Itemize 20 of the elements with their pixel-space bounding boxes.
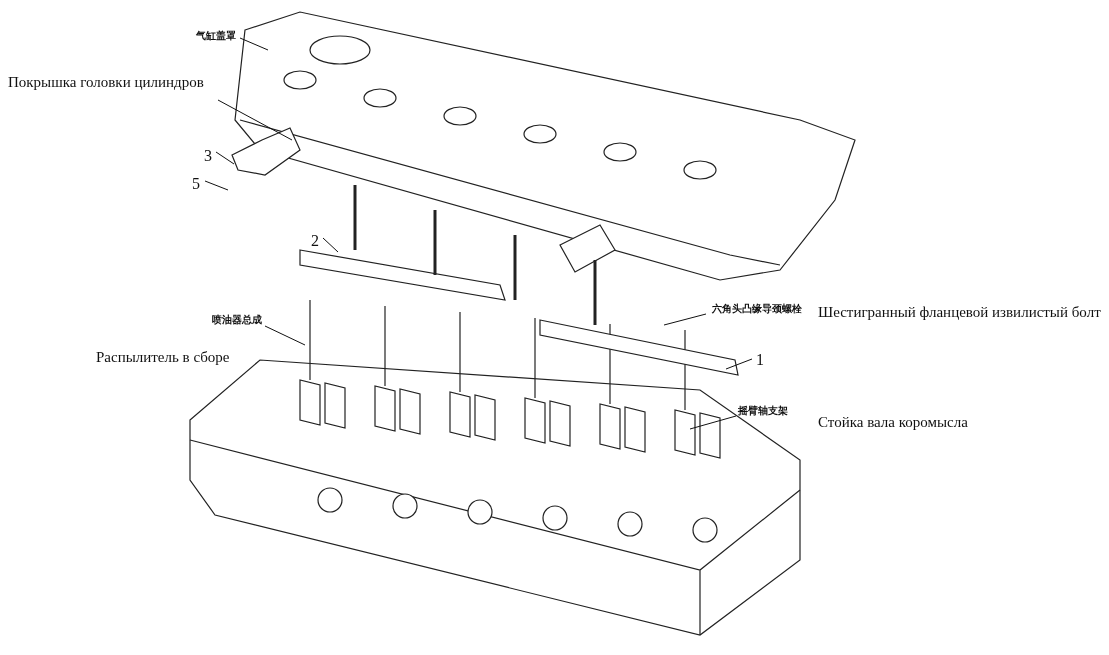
part-label: Стойка вала коромысла <box>818 415 968 430</box>
leader-line <box>663 313 707 326</box>
part-label: Распылитель в сборе <box>96 350 230 365</box>
leader-line <box>215 151 235 165</box>
part-label: 喷油器总成 <box>212 315 262 325</box>
leader-line <box>725 358 753 370</box>
leader-line <box>204 180 229 191</box>
leader-line <box>322 237 339 253</box>
leader-line <box>264 325 306 346</box>
part-label: 摇臂轴支架 <box>738 406 788 416</box>
part-label: Шестигранный фланцевой извилистый болт <box>818 305 1101 320</box>
part-label: Покрышка головки цилиндров <box>8 75 204 90</box>
leader-line <box>217 99 293 141</box>
callout-number: 2 <box>311 233 319 249</box>
callout-number: 5 <box>192 176 200 192</box>
callout-number: 3 <box>204 148 212 164</box>
callout-number: 1 <box>756 352 764 368</box>
part-label: 气缸盖罩 <box>196 31 236 41</box>
leader-line <box>689 415 737 430</box>
part-label: 六角头凸缘导颈螺栓 <box>712 304 802 314</box>
